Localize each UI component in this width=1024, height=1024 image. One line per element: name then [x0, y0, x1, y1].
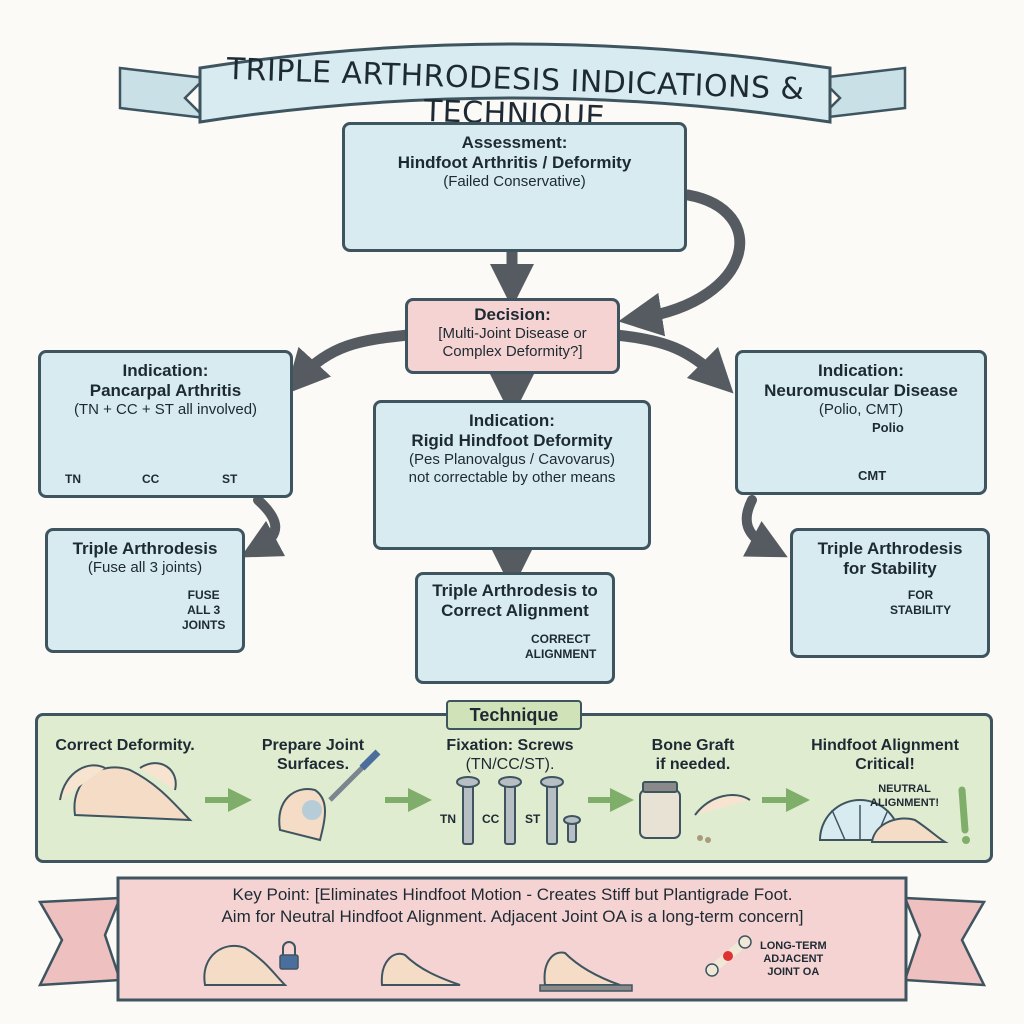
- center-note-2: ALIGNMENT: [525, 647, 597, 661]
- center-heading: Indication:: [469, 411, 555, 430]
- center-outcome-subtitle: Correct Alignment: [441, 601, 589, 620]
- screw-label-st: ST: [525, 812, 541, 826]
- technique-label: Technique: [446, 700, 582, 730]
- joint-label-tn: TN: [65, 472, 81, 486]
- left-title: Pancarpal Arthritis: [89, 381, 242, 400]
- left-outcome-note: FUSE ALL 3 JOINTS: [182, 588, 225, 633]
- right-title: Neuromuscular Disease: [764, 381, 958, 400]
- step-3-line-2: (TN/CC/ST).: [465, 756, 555, 773]
- keypoint-note-3: JOINT OA: [767, 966, 820, 978]
- center-outcome-box: Triple Arthrodesis to Correct Alignment: [415, 572, 615, 684]
- decision-heading: Decision:: [474, 305, 551, 324]
- keypoint-note-1: LONG-TERM: [760, 940, 827, 952]
- technique-title: Technique: [469, 705, 559, 725]
- screw-label-cc: CC: [482, 812, 500, 826]
- assessment-subtitle: (Failed Conservative): [443, 173, 586, 190]
- bone-oa-icon: [705, 935, 752, 977]
- decision-line-2: Complex Deformity?]: [442, 343, 583, 360]
- step-2-line-1: Prepare Joint: [261, 737, 365, 754]
- left-note-2: ALL 3: [187, 603, 221, 617]
- keypoint-line-1: Key Point: [Eliminates Hindfoot Motion -…: [232, 885, 793, 904]
- screws-icon: [456, 776, 581, 845]
- right-subtitle: (Polio, CMT): [818, 401, 904, 418]
- center-note: not correctable by other means: [408, 469, 616, 486]
- assessment-title: Hindfoot Arthritis / Deformity: [397, 153, 632, 172]
- assessment-heading: Assessment:: [461, 133, 568, 152]
- step-correct-deformity: Correct Deformity.: [45, 736, 205, 755]
- chisel-joint-icon: [278, 749, 381, 842]
- decision-line-1: [Multi-Joint Disease or: [438, 325, 587, 342]
- right-outcome-subtitle: for Stability: [843, 559, 937, 578]
- step-bone-graft: Bone Graft if needed.: [628, 736, 758, 774]
- neutral-line-2: ALIGNMENT!: [870, 797, 940, 809]
- step-hindfoot-alignment: Hindfoot Alignment Critical!: [790, 736, 980, 774]
- title-ribbon: [118, 42, 907, 124]
- neutral-alignment-note: NEUTRAL ALIGNMENT!: [870, 782, 939, 810]
- keypoint-illustrations: [203, 935, 752, 992]
- assessment-box: Assessment: Hindfoot Arthritis / Deformi…: [342, 122, 687, 252]
- alignment-gauge-icon: [818, 786, 970, 844]
- hands-foot-icon: [59, 762, 193, 822]
- left-note-3: JOINTS: [182, 618, 226, 632]
- left-note-1: FUSE: [187, 588, 220, 602]
- right-indication-box: Indication: Neuromuscular Disease (Polio…: [735, 350, 987, 495]
- neutral-line-1: NEUTRAL: [878, 783, 931, 795]
- right-outcome-note: FOR STABILITY: [890, 588, 951, 618]
- left-outcome-subtitle: (Fuse all 3 joints): [87, 559, 203, 576]
- technique-illustrations: [59, 749, 970, 845]
- step-4-line-1: Bone Graft: [651, 737, 735, 754]
- keypoint-note-2: ADJACENT: [763, 953, 824, 965]
- left-heading: Indication:: [122, 361, 209, 380]
- step-prepare-surfaces: Prepare Joint Surfaces.: [248, 736, 378, 774]
- right-note-2: STABILITY: [890, 603, 952, 617]
- keypoint-note: LONG-TERM ADJACENT JOINT OA: [760, 940, 827, 979]
- decision-box: Decision: [Multi-Joint Disease or Comple…: [405, 298, 620, 374]
- center-subtitle: (Pes Planovalgus / Cavovarus): [409, 451, 615, 468]
- left-outcome-title: Triple Arthrodesis: [72, 539, 218, 558]
- step-5-line-1: Hindfoot Alignment: [811, 737, 959, 754]
- step-4-line-2: if needed.: [655, 756, 731, 773]
- foot-on-ground-icon: [543, 951, 621, 986]
- lock-icon: [279, 954, 299, 970]
- tag-cmt: CMT: [858, 468, 887, 483]
- joint-label-cc: CC: [142, 472, 160, 486]
- left-indication-box: Indication: Pancarpal Arthritis (TN + CC…: [38, 350, 293, 498]
- screw-label-tn: TN: [440, 812, 456, 826]
- left-subtitle: (TN + CC + ST all involved): [73, 401, 258, 418]
- right-outcome-title: Triple Arthrodesis: [817, 539, 963, 558]
- tag-polio: Polio: [872, 420, 904, 435]
- step-2-line-2: Surfaces.: [276, 756, 350, 773]
- step-5-line-2: Critical!: [855, 756, 915, 773]
- keypoint-text: Key Point: [Eliminates Hindfoot Motion -…: [125, 884, 900, 928]
- right-heading: Indication:: [818, 361, 904, 380]
- left-outcome-box: Triple Arthrodesis (Fuse all 3 joints): [45, 528, 245, 653]
- flow-arrows: [240, 189, 788, 590]
- center-outcome-title: Triple Arthrodesis to: [432, 581, 598, 600]
- step-3-line-1: Fixation: Screws: [446, 737, 574, 754]
- center-indication-box: Indication: Rigid Hindfoot Deformity (Pe…: [373, 400, 651, 550]
- center-outcome-note: CORRECT ALIGNMENT: [525, 632, 596, 662]
- joint-label-st: ST: [222, 472, 238, 486]
- plantigrade-foot-icon: [380, 952, 461, 986]
- right-note-1: FOR: [907, 588, 934, 602]
- step-1-line-1: Correct Deformity.: [55, 737, 195, 754]
- locked-foot-icon: [203, 944, 288, 986]
- center-note-1: CORRECT: [530, 632, 591, 646]
- bone-graft-jar-icon: [639, 781, 751, 843]
- right-outcome-box: Triple Arthrodesis for Stability: [790, 528, 990, 658]
- keypoint-line-2: Aim for Neutral Hindfoot Alignment. Adja…: [221, 907, 804, 926]
- step-fixation: Fixation: Screws (TN/CC/ST).: [425, 736, 595, 774]
- center-title: Rigid Hindfoot Deformity: [411, 431, 613, 450]
